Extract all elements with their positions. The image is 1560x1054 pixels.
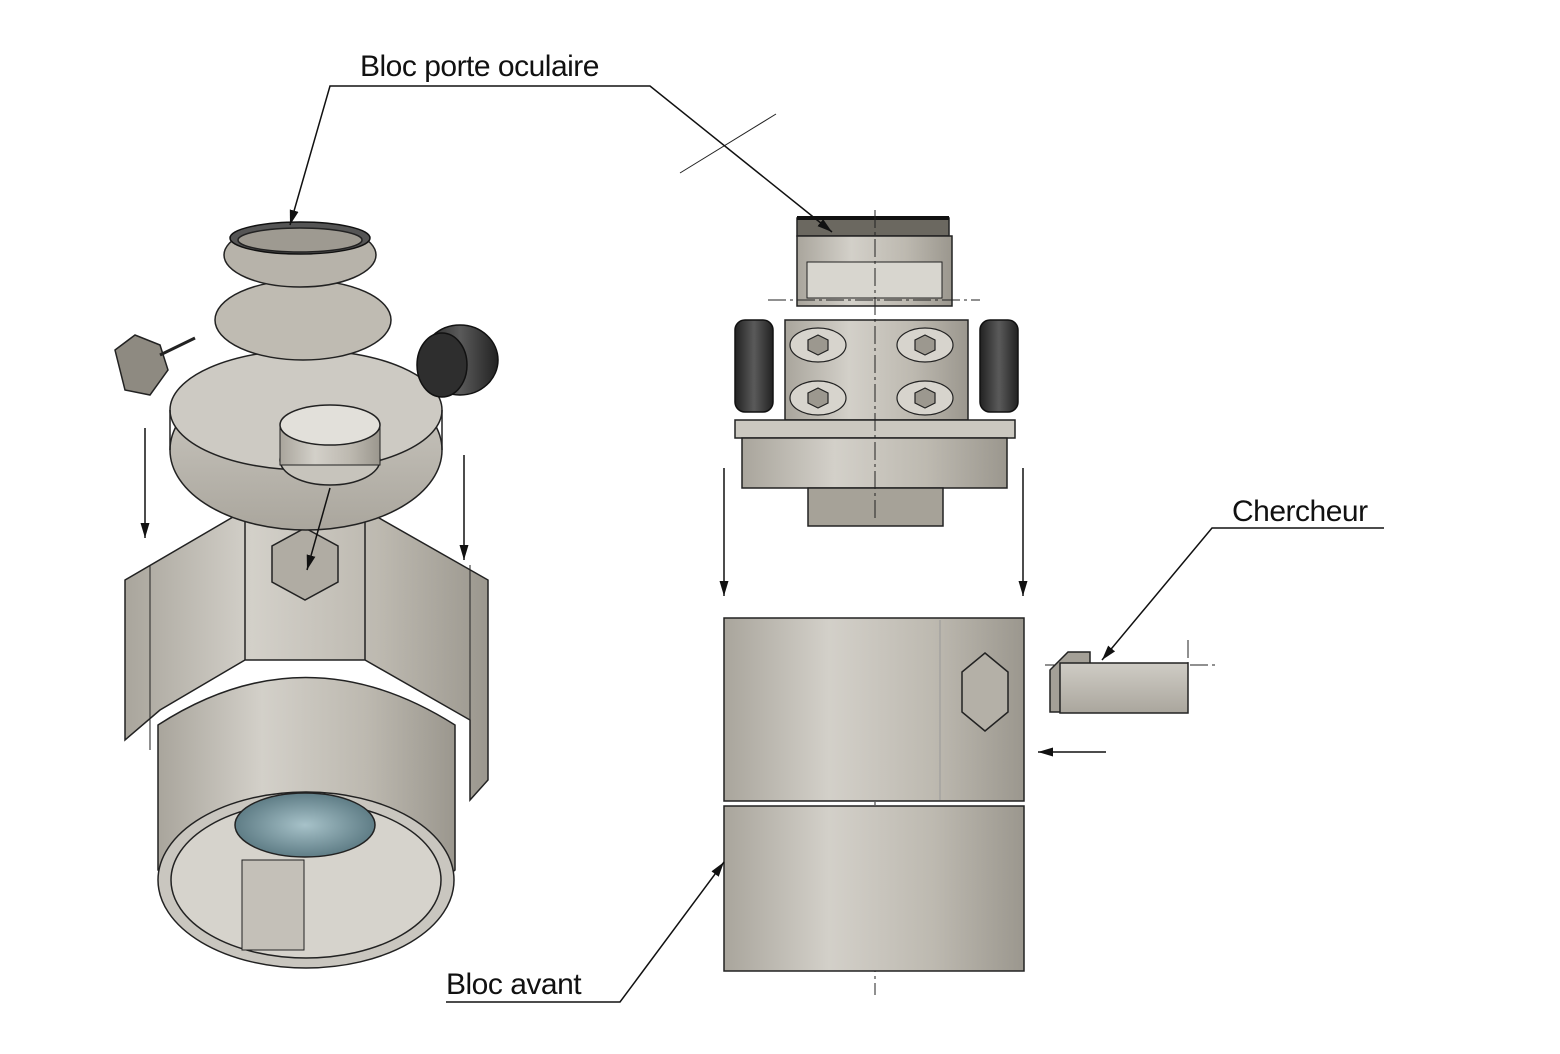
- socket-screws: [789, 327, 954, 416]
- label-bloc-avant: Bloc avant: [446, 968, 582, 1001]
- isometric-assembly: [114, 221, 499, 969]
- hex-nut-side: [961, 652, 1009, 732]
- eyepiece-block-view: [734, 216, 1019, 527]
- bloc-avant-view: [723, 617, 1025, 972]
- objective-lens: [234, 792, 376, 858]
- thumb-screw: [114, 334, 169, 396]
- label-bloc-porte-oculaire: Bloc porte oculaire: [360, 50, 599, 83]
- leader-lines: [289, 85, 1384, 1003]
- assembly-arrows-left: [140, 428, 469, 571]
- assembly-arrows-right: [719, 468, 1106, 757]
- chercheur-part: [1049, 651, 1189, 714]
- label-chercheur: Chercheur: [1232, 495, 1368, 528]
- hex-nut: [271, 527, 339, 601]
- knob-left: [734, 319, 774, 413]
- knob-right: [979, 319, 1019, 413]
